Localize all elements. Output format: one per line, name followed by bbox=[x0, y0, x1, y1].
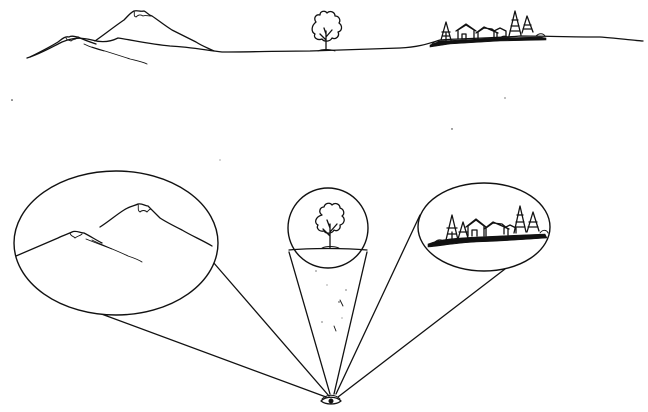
top-mountains bbox=[30, 11, 214, 64]
top-village bbox=[430, 11, 546, 47]
tree-cone-shading bbox=[315, 270, 346, 331]
view-village bbox=[418, 183, 550, 271]
view-tree bbox=[288, 188, 368, 268]
sight-line-village-right bbox=[338, 269, 505, 397]
village-fill bbox=[430, 37, 546, 47]
tree-view-frame bbox=[288, 188, 368, 268]
village-house-1 bbox=[456, 24, 476, 39]
mountain-view-frame bbox=[14, 171, 218, 315]
view-mountains bbox=[14, 171, 218, 315]
village-spruce-1 bbox=[509, 11, 521, 36]
sight-line-mountain-left bbox=[96, 312, 326, 397]
big-mountain-outline bbox=[95, 11, 214, 51]
village-tree-left bbox=[441, 22, 451, 40]
village-spruce-2 bbox=[522, 16, 533, 33]
top-tree bbox=[312, 11, 341, 51]
paper-specks bbox=[11, 97, 505, 160]
horizon-line bbox=[27, 36, 643, 58]
top-landscape bbox=[27, 11, 643, 64]
sight-line-tree-right bbox=[334, 252, 367, 394]
